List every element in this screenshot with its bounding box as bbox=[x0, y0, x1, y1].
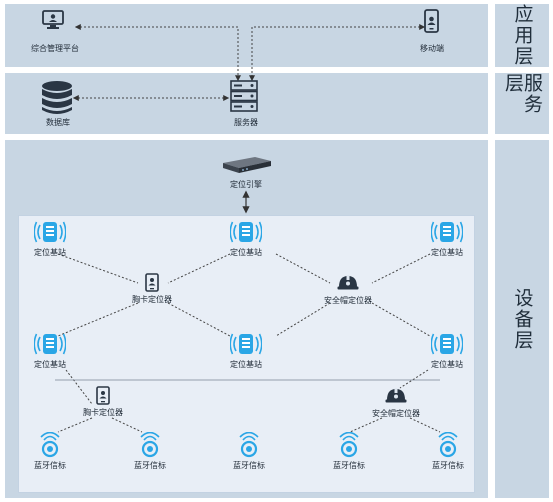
mobile-phone-icon bbox=[424, 9, 439, 33]
station-label: 定位基站 bbox=[34, 360, 66, 369]
engine-label: 定位引擎 bbox=[230, 180, 262, 189]
helmet-label: 安全帽定位器 bbox=[324, 296, 372, 305]
bluetooth-beacon-icon bbox=[337, 431, 361, 462]
station-label: 定位基站 bbox=[431, 360, 463, 369]
bluetooth-beacon-icon bbox=[38, 431, 62, 462]
server-icon bbox=[230, 80, 258, 112]
database-icon bbox=[42, 81, 72, 114]
service-layer-band bbox=[5, 73, 488, 134]
station-label: 定位基站 bbox=[230, 360, 262, 369]
base-station-icon bbox=[229, 219, 263, 249]
station-label: 定位基站 bbox=[431, 248, 463, 257]
bluetooth-beacon-icon bbox=[138, 431, 162, 462]
mobile-label: 移动端 bbox=[420, 44, 444, 53]
base-station-icon bbox=[33, 219, 67, 249]
badge-label: 胸卡定位器 bbox=[132, 295, 172, 304]
positioning-engine-icon bbox=[223, 157, 271, 173]
helmet-locator-icon bbox=[385, 388, 407, 403]
badge-locator-icon bbox=[145, 273, 159, 292]
station-label: 定位基站 bbox=[230, 248, 262, 257]
base-station-icon bbox=[430, 219, 464, 249]
bluetooth-beacon-icon bbox=[436, 431, 460, 462]
application-layer-side: 应用层 bbox=[495, 4, 549, 67]
base-station-icon bbox=[229, 331, 263, 361]
helmet-label: 安全帽定位器 bbox=[372, 409, 420, 418]
device-layer-label: 设备层 bbox=[511, 287, 534, 351]
monitor-icon bbox=[42, 10, 64, 29]
service-layer-label: 服务层 bbox=[502, 73, 543, 115]
beacon-label: 蓝牙信标 bbox=[134, 461, 166, 470]
application-layer-label: 应用层 bbox=[511, 4, 534, 67]
beacon-label: 蓝牙信标 bbox=[333, 461, 365, 470]
beacon-label: 蓝牙信标 bbox=[34, 461, 66, 470]
base-station-icon bbox=[430, 331, 464, 361]
database-label: 数据库 bbox=[46, 118, 70, 127]
platform-label: 综合管理平台 bbox=[31, 44, 79, 53]
beacon-label: 蓝牙信标 bbox=[432, 461, 464, 470]
server-label: 服务器 bbox=[234, 118, 258, 127]
station-label: 定位基站 bbox=[34, 248, 66, 257]
helmet-locator-icon bbox=[337, 275, 359, 290]
bluetooth-beacon-icon bbox=[237, 431, 261, 462]
base-station-icon bbox=[33, 331, 67, 361]
badge-label: 胸卡定位器 bbox=[83, 408, 123, 417]
service-layer-side: 服务层 bbox=[495, 73, 549, 134]
device-layer-side: 设备层 bbox=[495, 140, 549, 498]
badge-locator-icon bbox=[96, 386, 110, 405]
beacon-label: 蓝牙信标 bbox=[233, 461, 265, 470]
